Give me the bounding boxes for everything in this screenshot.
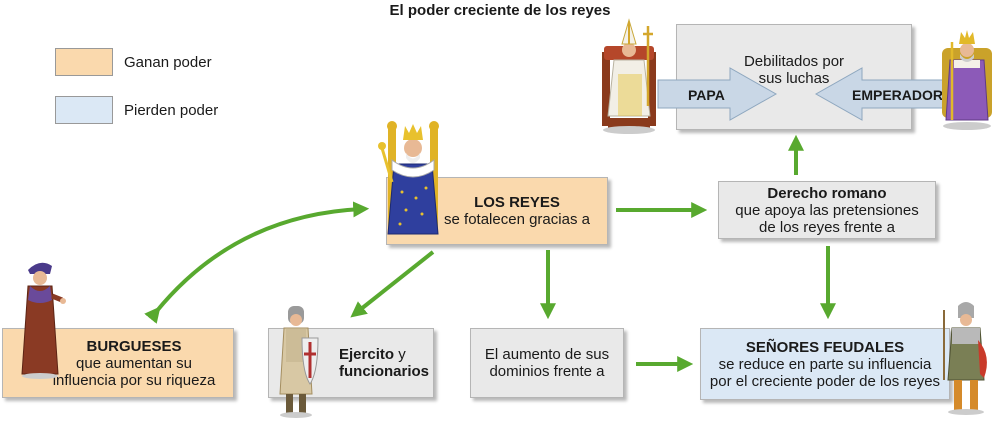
burgher-icon — [21, 262, 66, 379]
senores-line-1: se reduce en parte su influencia — [718, 355, 932, 373]
derecho-title: Derecho romano — [767, 184, 887, 202]
ejercito-title-1: Ejercito — [339, 346, 395, 363]
ejercito-conj: y — [398, 346, 406, 363]
dominios-box: El aumento de sus dominios frente a — [470, 328, 624, 398]
papa-arrow — [657, 67, 778, 121]
ejercito-title-2: funcionarios — [339, 363, 430, 380]
dominios-line-1: El aumento de sus — [484, 346, 610, 363]
pope-emperor-box: Debilitados por sus luchas — [676, 24, 912, 130]
legend-lose-swatch — [55, 96, 113, 124]
derecho-box: Derecho romano que apoya las pretensione… — [718, 181, 936, 239]
derecho-line-1: que apoya las pretensiones — [735, 201, 919, 219]
emperador-arrow — [814, 67, 946, 121]
legend-lose-label: Pierden poder — [124, 102, 219, 119]
feudal-lord-icon — [943, 302, 987, 415]
king-icon — [378, 121, 439, 235]
arrow-reyes-ejercito — [350, 250, 435, 318]
burgueses-line-2: influencia por su riqueza — [52, 371, 216, 389]
emperador-label: EMPERADOR — [852, 87, 944, 103]
reyes-title: LOS REYES — [474, 194, 560, 211]
dominios-line-2: dominios frente a — [489, 363, 605, 380]
senores-title: SEÑORES FEUDALES — [745, 338, 905, 356]
emperor-icon — [942, 30, 992, 130]
burgueses-line-1: que aumentan su — [76, 354, 192, 372]
derecho-line-2: de los reyes frente a — [759, 218, 895, 236]
burgueses-title: BURGUESES — [86, 337, 182, 355]
soldier-icon — [279, 306, 319, 418]
diagram-title: El poder creciente de los reyes — [389, 2, 611, 19]
papa-label: PAPA — [688, 87, 725, 103]
arrow-burgueses-reyes — [144, 201, 370, 324]
reyes-text: se fotalecen gracias a — [444, 211, 590, 228]
senores-box: SEÑORES FEUDALES se reduce en parte su i… — [700, 328, 950, 400]
pope-icon — [602, 18, 656, 134]
pope-emperor-text-1: Debilitados por — [743, 53, 845, 70]
legend-gain-swatch — [55, 48, 113, 76]
pope-emperor-text-2: sus luchas — [758, 70, 830, 87]
senores-line-2: por el creciente poder de los reyes — [709, 372, 941, 390]
legend-gain-label: Ganan poder — [124, 54, 212, 71]
